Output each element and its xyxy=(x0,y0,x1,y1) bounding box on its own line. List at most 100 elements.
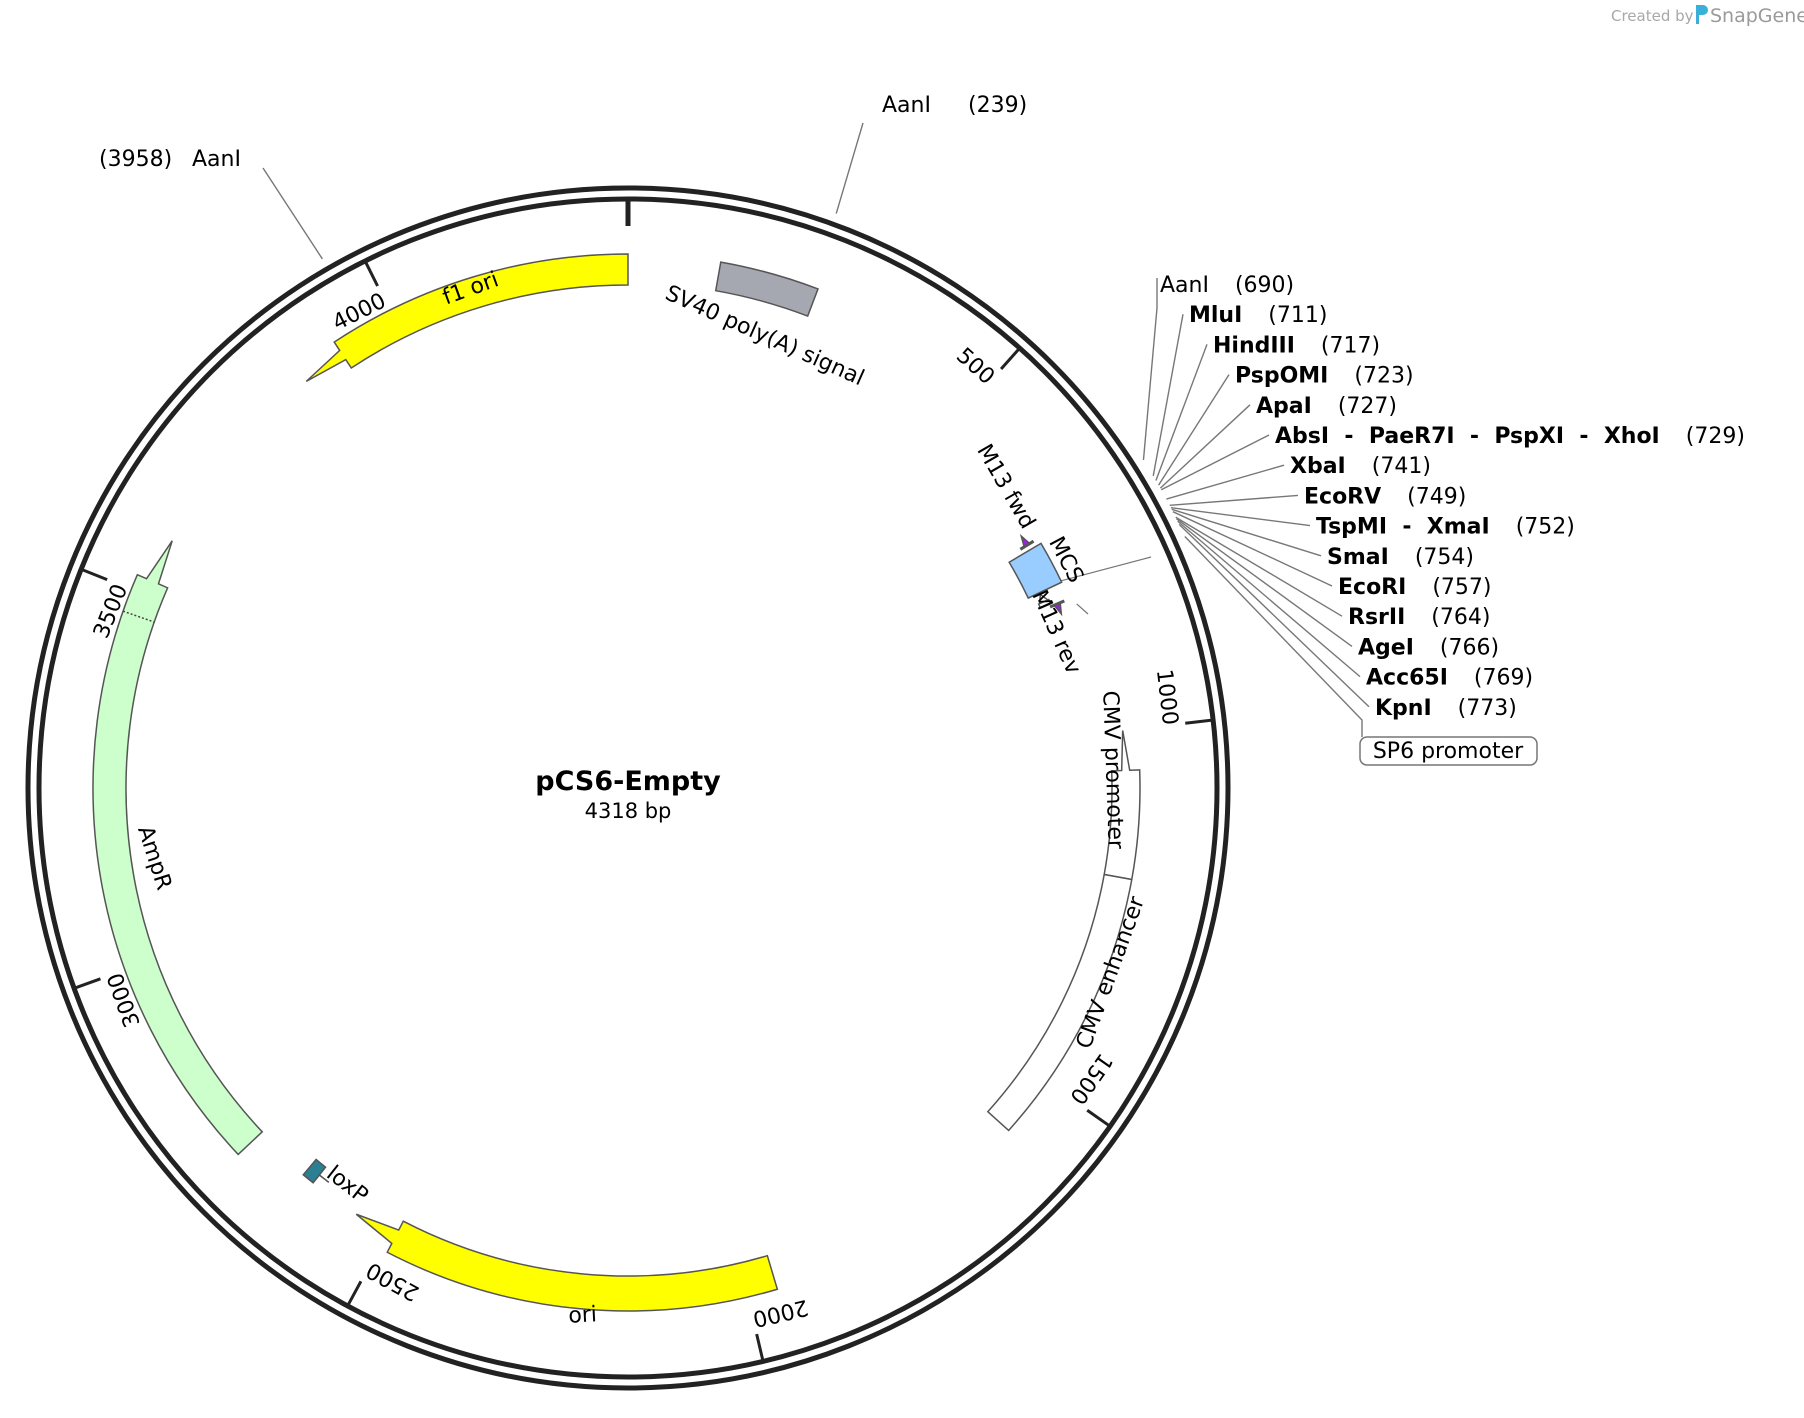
site-position: (690) xyxy=(1235,273,1294,298)
site-name: AanI xyxy=(882,93,931,118)
site-aani-690: AanI (690) xyxy=(1142,273,1294,461)
tick-label: 1000 xyxy=(1151,668,1182,727)
mcs-leader-line xyxy=(1050,556,1152,584)
site-aani-3958: AanI (3958) xyxy=(99,147,323,260)
site-leader-line xyxy=(1176,518,1353,647)
tick-mark xyxy=(346,1280,363,1307)
tick-label-group: 1000 xyxy=(1151,668,1182,727)
brand-text: SnapGene xyxy=(1710,5,1804,27)
site-leader-line xyxy=(1158,374,1230,486)
site-name: RsrII xyxy=(1348,605,1405,630)
site-leader-line xyxy=(1159,404,1251,489)
site-name: AgeI xyxy=(1358,635,1414,660)
site-tspmi-xmai-752: TspMI - XmaI (752) xyxy=(1170,507,1575,540)
features-layer xyxy=(92,253,1141,1312)
site-position: (766) xyxy=(1440,635,1499,660)
site-position: (239) xyxy=(968,93,1027,118)
site-kpni-773: KpnI (773) xyxy=(1178,523,1517,721)
site-leader-line xyxy=(1170,507,1311,527)
ampr-promoter-divider xyxy=(122,610,155,623)
site-position: (741) xyxy=(1372,454,1431,479)
site-position: (727) xyxy=(1338,394,1397,419)
tick-label: 1500 xyxy=(1064,1048,1117,1108)
site-name: ApaI xyxy=(1256,394,1312,419)
site-name: EcoRI xyxy=(1338,575,1406,600)
site-apai-727: ApaI (727) xyxy=(1159,394,1397,489)
feature-label-sp6: SP6 promoter xyxy=(1373,739,1524,764)
site-leader-line xyxy=(1142,278,1158,461)
feature-label-m13fwd: M13 fwd xyxy=(971,440,1039,533)
site-agei-766: AgeI (766) xyxy=(1176,518,1499,660)
site-name: AanI xyxy=(1160,273,1209,298)
site-mlui-711: MluI(711) xyxy=(1152,303,1327,476)
site-leader-line xyxy=(262,167,323,260)
snapgene-logo-icon xyxy=(1696,5,1708,24)
feature-cmvenh xyxy=(986,873,1133,1132)
created-by-text: Created by xyxy=(1611,7,1694,25)
backbone-outer-ring xyxy=(25,185,1231,1391)
site-position: (752) xyxy=(1516,515,1575,540)
tick-mark xyxy=(80,567,108,582)
site-position: (711) xyxy=(1268,303,1327,328)
site-acc65i-769: Acc65I(769) xyxy=(1177,520,1533,691)
sp6-label-box xyxy=(1359,736,1538,766)
tick-label-group: 2000 xyxy=(750,1294,810,1331)
site-name: TspMI - XmaI xyxy=(1316,515,1490,540)
site-position: (717) xyxy=(1321,333,1380,358)
site-leader-line xyxy=(1152,314,1184,476)
site-position: (3958) xyxy=(99,147,172,172)
site-smai-754: SmaI (754) xyxy=(1171,508,1474,570)
site-leader-line xyxy=(1166,464,1285,500)
site-name: AbsI - PaeR7I - PspXI - XhoI xyxy=(1275,424,1660,449)
tick-mark xyxy=(999,347,1021,371)
site-name: XbaI xyxy=(1290,454,1346,479)
site-leader-line xyxy=(835,122,864,214)
plasmid-name: pCS6-Empty xyxy=(535,766,721,797)
site-position: (773) xyxy=(1458,696,1517,721)
site-name: KpnI xyxy=(1375,696,1432,721)
site-aani-239: AanI (239) xyxy=(835,93,1027,214)
feature-label-loxp: loxP xyxy=(322,1161,373,1209)
site-leader-line xyxy=(1171,508,1322,557)
plasmid-length: 4318 bp xyxy=(585,799,672,823)
site-ecori-757: EcoRI(757) xyxy=(1172,511,1491,600)
m13rev-leader-line xyxy=(1076,603,1089,615)
feature-label-ampr: AmpR xyxy=(132,823,176,893)
feature-m13fwd xyxy=(1019,533,1035,551)
tick-label: 2000 xyxy=(750,1294,810,1331)
site-leader-line xyxy=(1172,511,1333,587)
site-name: SmaI xyxy=(1327,545,1389,570)
feature-loxp xyxy=(302,1158,330,1184)
site-ecorv-749: EcoRV (749) xyxy=(1169,484,1466,509)
site-xbai-741: XbaI (741) xyxy=(1166,454,1431,500)
site-leader-line xyxy=(1155,344,1208,481)
site-leader-line xyxy=(1177,520,1361,678)
feature-mcs xyxy=(1008,542,1063,600)
feature-label-cmvprom: CMV promoter xyxy=(1097,690,1128,850)
site-name: HindIII xyxy=(1213,333,1295,358)
feature-label-m13rev: M13 rev xyxy=(1026,587,1085,679)
site-leader-line xyxy=(1175,516,1343,617)
site-name: PspOMI xyxy=(1235,364,1328,389)
tick-mark xyxy=(755,1333,765,1362)
tick-mark xyxy=(363,260,379,287)
site-leader-line xyxy=(1169,494,1299,507)
tick-mark xyxy=(1185,718,1214,725)
site-leader-line xyxy=(1160,434,1270,491)
site-pspomi-723: PspOMI (723) xyxy=(1158,364,1414,486)
site-position: (749) xyxy=(1407,484,1466,509)
site-position: (754) xyxy=(1415,545,1474,570)
site-name: AanI xyxy=(192,147,241,172)
site-name: Acc65I xyxy=(1366,666,1448,691)
feature-sp6 xyxy=(1037,593,1052,610)
site-position: (723) xyxy=(1354,364,1413,389)
sp6-leader-line xyxy=(1184,536,1363,737)
feature-m13rev xyxy=(1049,599,1065,617)
feature-ori xyxy=(355,1213,779,1312)
feature-label-ori: ori xyxy=(568,1302,598,1328)
tick-mark xyxy=(73,977,101,990)
site-name: EcoRV xyxy=(1304,484,1381,509)
tick-label-group: 500 xyxy=(951,343,999,390)
site-position: (764) xyxy=(1431,605,1490,630)
